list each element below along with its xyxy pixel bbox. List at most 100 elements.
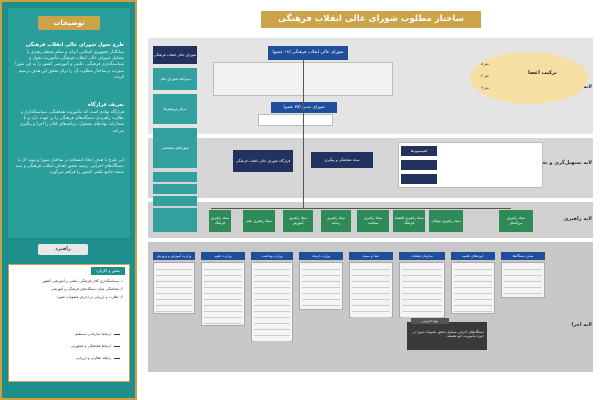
- executor-row: [352, 307, 390, 312]
- executor-row: [204, 277, 242, 282]
- legend-line-icon: [114, 333, 120, 335]
- executor-head: سازمان تبلیغات: [399, 252, 445, 260]
- ellipse-line: ۵ نفر: [481, 62, 489, 66]
- org-chart: ساختار مطلوب شورای عالی انقلاب فرهنگی لا…: [143, 0, 600, 400]
- executor-row: [302, 265, 340, 270]
- legend-line-icon: [114, 345, 120, 347]
- executor-row: [454, 265, 492, 270]
- executor-row: [156, 271, 192, 276]
- sidebar-role-panel: نقش و کارکرد ۱- سیاستگذاری کلان فرهنگی، …: [8, 264, 130, 382]
- band-label-facilitation: لایه تسهیل‌گری و نظارت: [531, 160, 592, 166]
- executor-row: [352, 289, 390, 294]
- legend-label: رابطه نظارتی و ارزیابی: [75, 356, 111, 360]
- civil-council-box: شورای مدنی (۷۵ عضو): [271, 102, 337, 113]
- executor-row: [156, 295, 192, 300]
- sidebar: توضیحات طرح تحول شورای عالی انقلاب فرهنگ…: [0, 0, 137, 400]
- ellipse-label: ترکیب اعضا: [528, 70, 557, 76]
- sidebar-text-2: قرارگاه نهادی است که مأموریت هماهنگی، سی…: [19, 110, 124, 134]
- executor-row: [204, 289, 242, 294]
- sidebar-heading-2: تعریف قرارگاه: [87, 102, 124, 108]
- ellipse-line: ۴ نفر: [481, 74, 489, 78]
- executor-row: [204, 283, 242, 288]
- steering-box: ستاد راهبری آموزش: [283, 210, 313, 232]
- executor-row: [504, 271, 542, 276]
- executor-row: [156, 307, 192, 312]
- executor-row: [156, 289, 192, 294]
- executor-row: [254, 283, 290, 288]
- executor-row: [254, 295, 290, 300]
- band-label-steering: لایه راهبری: [563, 216, 592, 222]
- executor-row: [454, 295, 492, 300]
- executor-row: [352, 283, 390, 288]
- executor-head: وزارت بهداشت: [251, 252, 293, 260]
- legend-label: ارتباط سازمانی مستقیم: [75, 332, 111, 336]
- executor-note: دستگاه‌های اجرایی مسئول تحقق مصوبات شورا…: [407, 322, 487, 350]
- commission-box-empty: [401, 160, 437, 170]
- left-box: شوراهای تخصصی: [153, 128, 197, 168]
- sidebar-info-panel: توضیحات طرح تحول شورای عالی انقلاب فرهنگ…: [8, 8, 130, 238]
- legend-row-2: ارتباط هماهنگی و مشورتی: [16, 344, 120, 348]
- executor-row: [254, 331, 290, 336]
- steering-box: ستاد راهبری اقتصاد فرهنگ: [393, 210, 425, 232]
- executor-column: [451, 262, 495, 314]
- executor-column: [299, 262, 343, 310]
- role-line: ۱- سیاستگذاری کلان فرهنگی، علمی و آموزشی…: [42, 279, 123, 283]
- role-panel-head: نقش و کارکرد: [91, 267, 125, 275]
- left-box-empty: [153, 208, 197, 232]
- executor-row: [302, 277, 340, 282]
- band-label-execution: لایه اجرا: [571, 322, 592, 328]
- executor-row: [402, 283, 442, 288]
- steering-box: ستاد راهبری علم: [243, 210, 275, 232]
- executor-row: [504, 265, 542, 270]
- left-box: دبیرخانه شورای عالی: [153, 68, 197, 90]
- executor-row: [402, 301, 442, 306]
- executor-row: [402, 313, 442, 318]
- executor-row: [402, 307, 442, 312]
- executor-row: [352, 271, 390, 276]
- executor-column: [501, 262, 545, 298]
- note-text: دستگاه‌های اجرایی مسئول تحقق مصوبات شورا…: [412, 330, 484, 338]
- chart-title: ساختار مطلوب شورای عالی انقلاب فرهنگی: [261, 11, 481, 28]
- sidebar-text-1: بنیانگذار جمهوری اسلامی ایران و مقام معظ…: [15, 50, 124, 80]
- sidebar-pill: راهبرد: [38, 244, 88, 255]
- executor-row: [402, 271, 442, 276]
- sidebar-text-3: این طرح با هدف ایجاد انسجام در ساختار شو…: [15, 158, 124, 176]
- executor-column: [201, 262, 245, 326]
- left-box: شورای عالی انقلاب فرهنگی: [153, 46, 197, 64]
- civil-council-desc: [258, 114, 333, 126]
- steering-box: ستاد راهبری سلامت: [357, 210, 389, 232]
- executor-row: [302, 271, 340, 276]
- steering-box: ستاد راهبری بین‌الملل: [499, 210, 533, 232]
- steering-box: ستاد راهبری جوانان: [429, 210, 463, 232]
- executor-row: [254, 265, 290, 270]
- executor-row: [504, 289, 542, 294]
- executor-row: [454, 277, 492, 282]
- executor-row: [204, 265, 242, 270]
- executor-row: [204, 307, 242, 312]
- executor-row: [302, 301, 340, 306]
- left-box-empty: [153, 184, 197, 194]
- executor-row: [156, 301, 192, 306]
- executor-column: [349, 262, 393, 318]
- sidebar-heading-1: طرح تحول شورای عالی انقلاب فرهنگی: [25, 42, 124, 48]
- executor-row: [454, 289, 492, 294]
- legend-row-1: ارتباط سازمانی مستقیم: [16, 332, 120, 336]
- legend-row-3: رابطه نظارتی و ارزیابی: [16, 356, 120, 360]
- role-line: ۳- نظارت و ارزیابی بر اجرای مصوبات شورا: [57, 295, 123, 299]
- executor-row: [204, 313, 242, 318]
- executor-row: [254, 325, 290, 330]
- executor-row: [454, 271, 492, 276]
- spine-connector: [303, 60, 304, 208]
- executor-row: [454, 307, 492, 312]
- executor-row: [504, 283, 542, 288]
- executor-row: [254, 289, 290, 294]
- left-box: مرکز پژوهش‌ها: [153, 94, 197, 124]
- executor-row: [254, 337, 290, 342]
- executor-row: [204, 271, 242, 276]
- executor-row: [302, 283, 340, 288]
- executor-row: [402, 265, 442, 270]
- executor-row: [352, 277, 390, 282]
- coordination-box: ستاد هماهنگی و پیگیری: [311, 152, 373, 168]
- steering-box: ستاد راهبری رسانه: [321, 210, 351, 232]
- steering-box: ستاد راهبری فرهنگ: [209, 210, 231, 232]
